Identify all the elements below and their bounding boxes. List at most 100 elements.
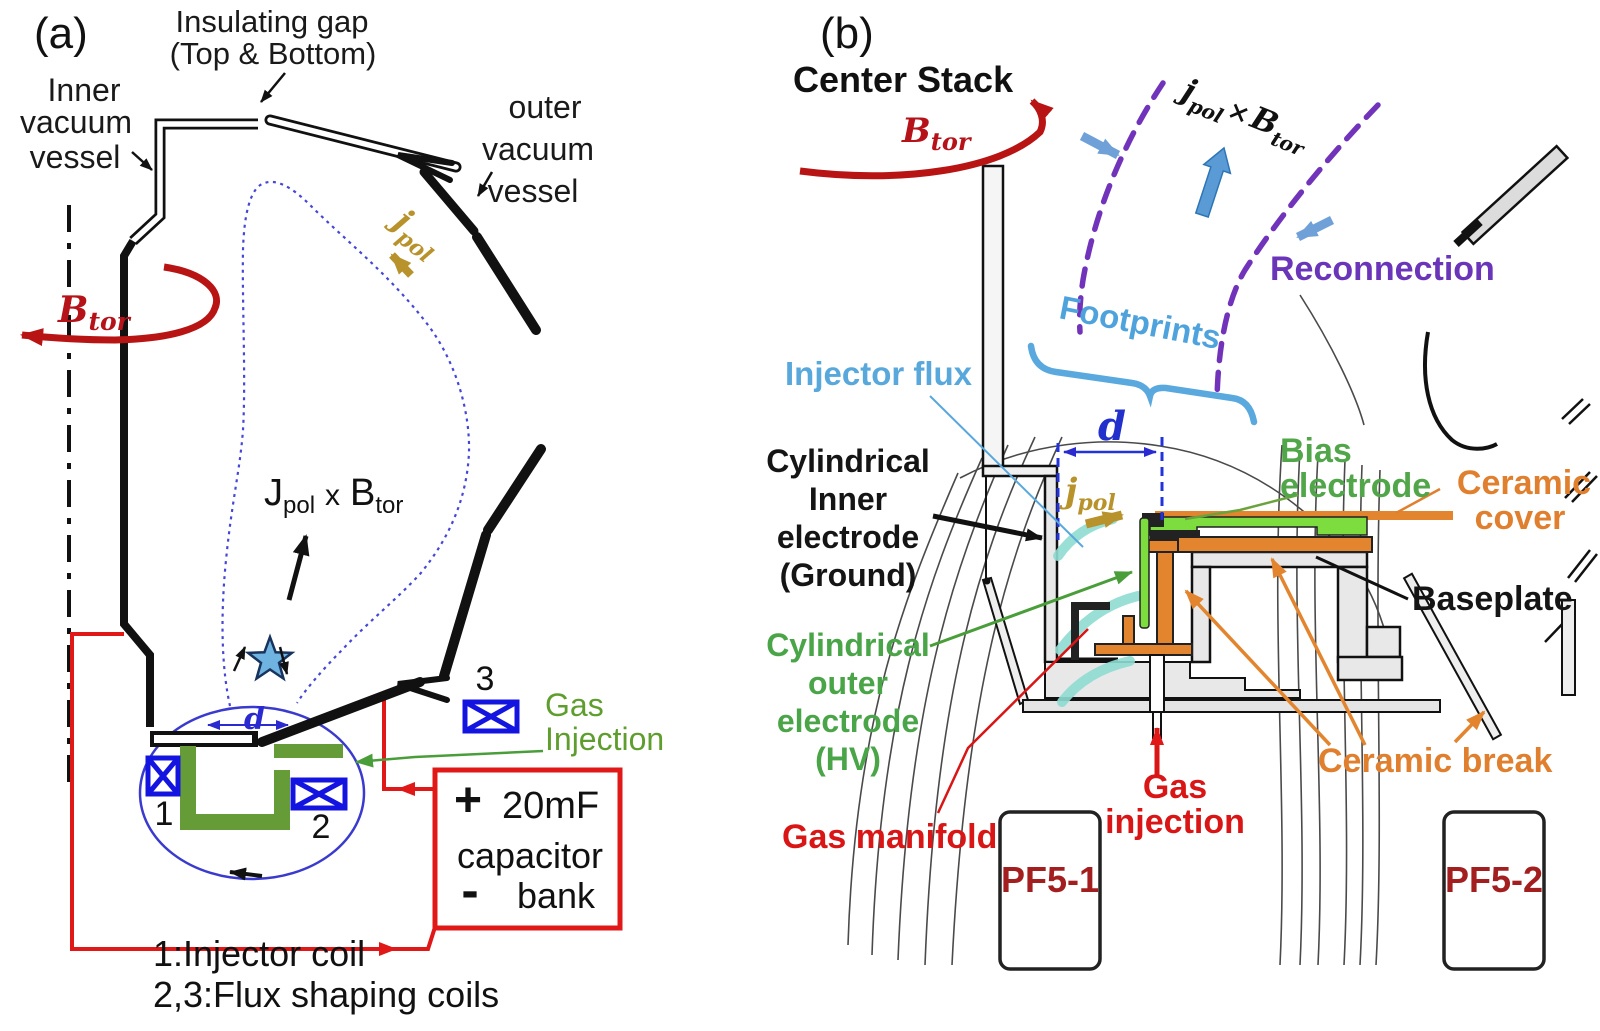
plasma-boundary-dotted: [221, 180, 471, 707]
vessel-bar-flange: [1453, 219, 1483, 247]
center-stack-label: Center Stack: [793, 59, 1014, 100]
footprints-label: Footprints: [1057, 289, 1224, 356]
ceramic-base-bar: [1094, 643, 1193, 656]
svg-text:jpol: jpol: [377, 198, 449, 269]
bias-electrode-label: Bias electrode: [1280, 432, 1431, 505]
flux-coil-2-icon: [290, 777, 348, 811]
svg-text:Cylindrical: Cylindrical: [766, 627, 930, 663]
gas-manifold-pointer: [936, 628, 1089, 814]
bias-electrode-bar: [1150, 530, 1200, 540]
btor-rotation-arrow-a: [20, 263, 220, 347]
outer-vessel-label-2: vacuum: [482, 131, 594, 167]
gas-injection-channel: [180, 744, 343, 830]
gap-width-dimension-b: [1056, 437, 1164, 540]
inner-vessel-pointer: [131, 151, 153, 171]
center-stack-foot: [981, 464, 1059, 478]
inflow-arrow-right: [1295, 215, 1335, 242]
svg-text:cover: cover: [1475, 499, 1566, 537]
wire-minus-to-inner-vessel: [70, 632, 438, 951]
capacitor-word: capacitor: [457, 835, 603, 876]
panel-a-tag: (a): [34, 9, 88, 58]
insulating-gap-label-1: Insulating gap: [175, 4, 368, 39]
outer-electrode-label: Cylindrical outer electrode (HV): [766, 627, 930, 777]
inflow-arrow-left: [1079, 132, 1121, 159]
ellipse-current-arrow: [229, 867, 263, 881]
lower-floor-strip: [1022, 699, 1441, 713]
svg-text:Gas: Gas: [1143, 768, 1207, 806]
ceramic-column: [1156, 551, 1174, 646]
jpol-label-b: jpol: [1059, 471, 1116, 516]
pf5-1-label: PF5-1: [1001, 859, 1099, 900]
injector-coil-1-icon: [145, 755, 181, 797]
capacitor-minus-sign: -: [461, 862, 478, 920]
pf5-2-label: PF5-2: [1445, 859, 1543, 900]
svg-text:outer: outer: [808, 665, 888, 701]
baseplate-pointer: [1315, 555, 1409, 601]
flow-arrow-right: [278, 646, 289, 675]
svg-text:electrode: electrode: [1280, 467, 1431, 505]
svg-text:injection: injection: [1105, 803, 1245, 841]
field-lines: [847, 294, 1391, 966]
inner-electrode-wall: [1043, 474, 1059, 664]
baseplate-right-leg: [1336, 565, 1369, 664]
svg-text:electrode: electrode: [777, 519, 919, 555]
inner-vessel-label-3: vessel: [30, 139, 121, 175]
coil-2-number: 2: [312, 808, 331, 846]
pf5-1-coil-box: [998, 810, 1102, 971]
outer-vacuum-vessel: [257, 114, 546, 747]
gas-injection-label-2-a: Injection: [545, 721, 664, 757]
baseplate-step-1: [1365, 625, 1402, 659]
channel-left-bar: [180, 746, 196, 830]
outer-electrode-strip: [1139, 517, 1150, 629]
gas-injection-label-1-a: Gas: [545, 687, 604, 723]
baseplate-label: Baseplate: [1412, 580, 1573, 618]
jxb-force-arrow-b: [1194, 146, 1232, 218]
flow-arrow-left: [232, 646, 247, 672]
right-edge-wall: [1561, 599, 1576, 696]
outer-vessel-label-1: outer: [509, 89, 582, 125]
outer-vessel-label-3: vessel: [488, 173, 579, 209]
capacitor-bank-box: + 20mF capacitor - bank: [432, 767, 623, 931]
outer-vessel-pointer: [476, 171, 494, 197]
upper-right-vessel-bar: [1460, 144, 1570, 246]
pf5-2-coil-box: [1442, 810, 1546, 971]
jpol-label-a: jpol: [377, 198, 449, 269]
ceramic-cover-bar: [1155, 511, 1453, 520]
baseplate-top: [1190, 550, 1369, 569]
svg-text:Bias: Bias: [1280, 432, 1352, 470]
outer-support-slant: [1402, 572, 1503, 741]
injector-region-ellipse: [138, 705, 366, 881]
panel-b: PF5-1 PF5-2 d jpol Btor jpol×Btor Footpr…: [766, 9, 1598, 971]
coil-1-number: 1: [155, 795, 174, 833]
channel-bottom-bar: [180, 814, 290, 830]
btor-label-b: Btor: [901, 111, 973, 156]
capacitor-value: 20mF: [502, 785, 599, 827]
ceramic-post: [1122, 615, 1135, 645]
gas-injection-label-b: Gas injection: [1105, 768, 1245, 841]
ceramic-cover-pointer: [1395, 487, 1441, 515]
x-point-star-icon: [244, 633, 296, 682]
capacitor-circuit-wires: [70, 632, 438, 956]
jxb-force-arrow-a: [286, 534, 310, 601]
capacitor-plus-sign: +: [454, 774, 482, 827]
injector-flux-pointer: [929, 395, 1084, 548]
outer-wall-curve: [1423, 331, 1498, 451]
gas-injection-tube: [1149, 654, 1165, 713]
strut-pin: [983, 577, 991, 585]
inner-electrode-pointer: [932, 513, 1043, 542]
footprints-brace: [1027, 342, 1258, 426]
inner-vessel-label-2: vacuum: [20, 104, 132, 140]
ceramic-break-arrows: [1184, 557, 1486, 747]
flux-coil-3-icon: [462, 699, 520, 734]
gas-injection-pointer-a: [355, 749, 544, 768]
btor-rotation-arrow-b: [799, 98, 1054, 180]
ceramic-cover-label: Ceramic cover: [1457, 464, 1591, 537]
inner-electrode-label: Cylindrical Inner electrode (Ground): [766, 443, 930, 593]
jpol-arrow-a: [389, 252, 414, 278]
btor-label-a: Btor: [57, 289, 132, 336]
reconnecting-field-lines: [1076, 80, 1381, 403]
svg-text:Cylindrical: Cylindrical: [766, 443, 930, 479]
